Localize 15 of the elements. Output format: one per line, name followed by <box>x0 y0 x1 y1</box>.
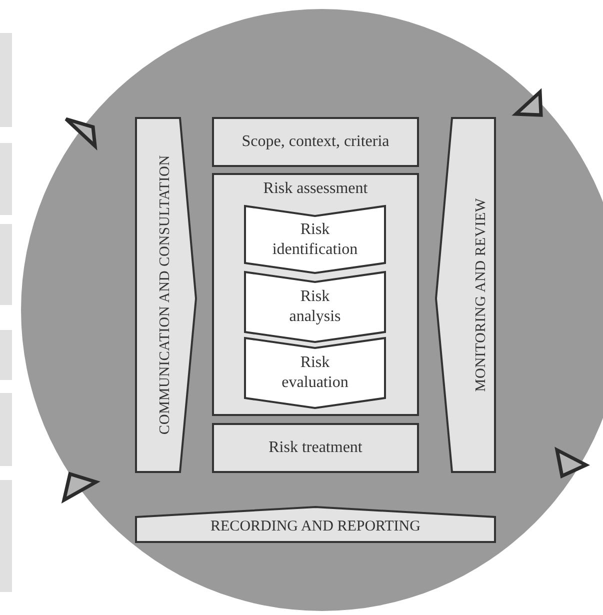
box-label: COMMUNICATION AND CONSULTATION <box>156 155 174 435</box>
chevron-box <box>245 272 385 342</box>
box-label: Risk assessment <box>263 179 368 199</box>
box-label: Risk treatment <box>268 438 362 458</box>
box-label: Risk analysis <box>289 287 341 327</box>
box-label: RECORDING AND REPORTING <box>210 518 420 537</box>
process-box <box>213 118 418 166</box>
box-label: Risk evaluation <box>282 353 348 393</box>
chevron-box <box>245 206 385 273</box>
box-label: MONITORING AND REVIEW <box>472 198 490 392</box>
process-box <box>213 424 418 472</box>
box-label: Risk identification <box>272 220 358 260</box>
box-label: Scope, context, criteria <box>242 132 390 152</box>
process-box <box>213 174 418 415</box>
chevron-box <box>245 338 385 408</box>
